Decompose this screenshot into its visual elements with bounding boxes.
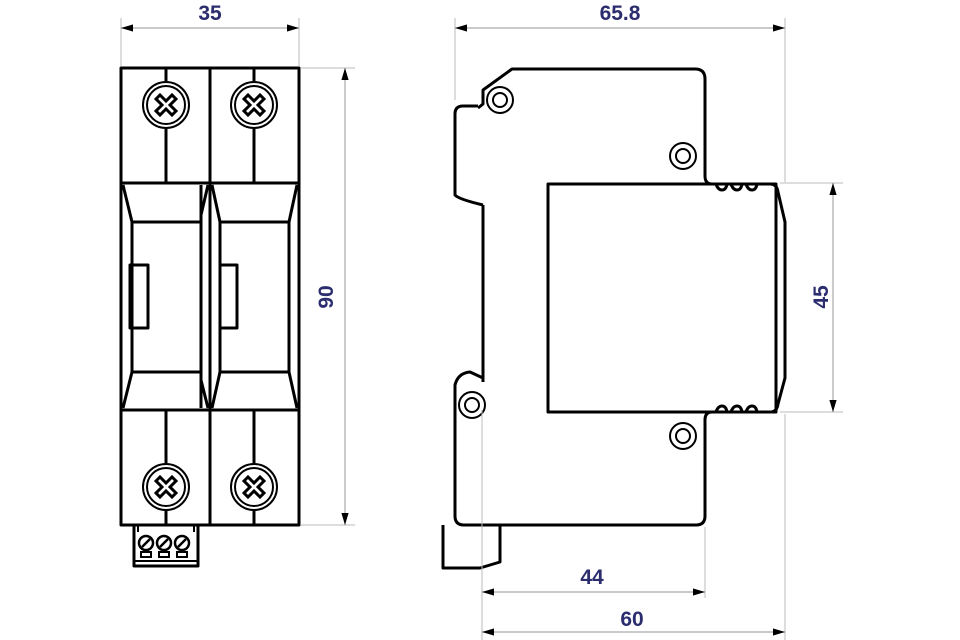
dimension-side-width: 65.8	[600, 2, 641, 25]
dimension-cover-height: 45	[810, 285, 833, 309]
screw-icon	[229, 80, 279, 130]
din-clip	[441, 525, 502, 570]
hole-icon	[669, 142, 697, 170]
front-view	[119, 66, 301, 568]
hole-icon	[669, 422, 697, 450]
dimension-rail-to-front: 44	[580, 566, 604, 589]
dimension-front-width: 35	[198, 2, 222, 25]
side-view	[441, 67, 787, 570]
dimension-front-height: 90	[315, 285, 338, 308]
dimensions: 35 90 65.8 45 44 60	[120, 2, 843, 640]
signal-connector	[132, 523, 200, 568]
dimension-rail-to-cover: 60	[620, 608, 643, 631]
hole-icon	[458, 391, 486, 419]
indicator-window	[128, 263, 150, 330]
screw-icon	[141, 462, 191, 512]
indicator-window	[218, 263, 239, 330]
hole-icon	[486, 86, 514, 114]
screw-icon	[229, 462, 279, 512]
screw-icon	[141, 80, 191, 130]
cover-module	[546, 182, 778, 414]
